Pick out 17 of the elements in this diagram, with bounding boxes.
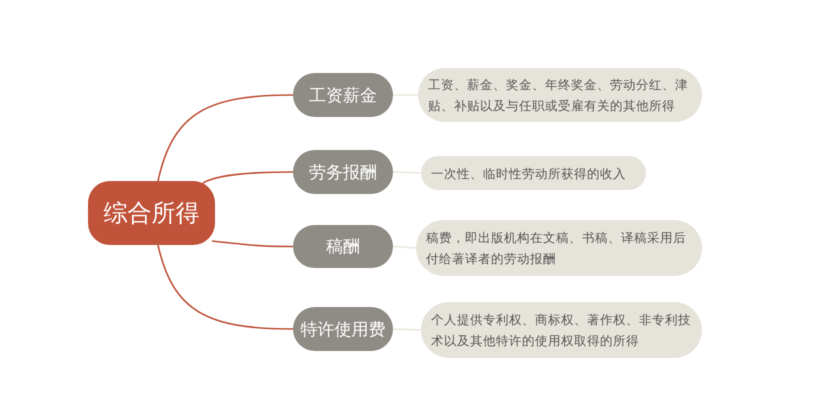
connector-line: [392, 328, 422, 331]
description-box: 工资、薪金、奖金、年终奖金、劳动分红、津贴、补贴以及与任职或受雇有关的其他所得: [418, 68, 702, 122]
connector-line: [393, 94, 418, 96]
root-topic-box: 综合所得: [88, 181, 215, 245]
connector-line: [392, 246, 416, 249]
topic-box: 劳务报酬: [293, 150, 393, 194]
description-box: 个人提供专利权、商标权、著作权、非专利技术以及其他特许的使用权取得的所得: [421, 302, 702, 358]
connector-line: [392, 171, 422, 174]
connector-line: [157, 244, 294, 330]
description-box: 一次性、临时性劳动所获得的收入: [421, 156, 646, 190]
connector-line: [157, 94, 294, 182]
description-box: 稿费，即出版机构在文稿、书稿、译稿采用后付给著译者的劳动报酬: [416, 220, 702, 276]
topic-box: 工资薪金: [293, 73, 393, 117]
connector-line: [212, 240, 293, 248]
topic-box: 特许使用费: [293, 307, 393, 351]
connector-line: [202, 171, 293, 184]
topic-box: 稿酬: [293, 225, 393, 268]
